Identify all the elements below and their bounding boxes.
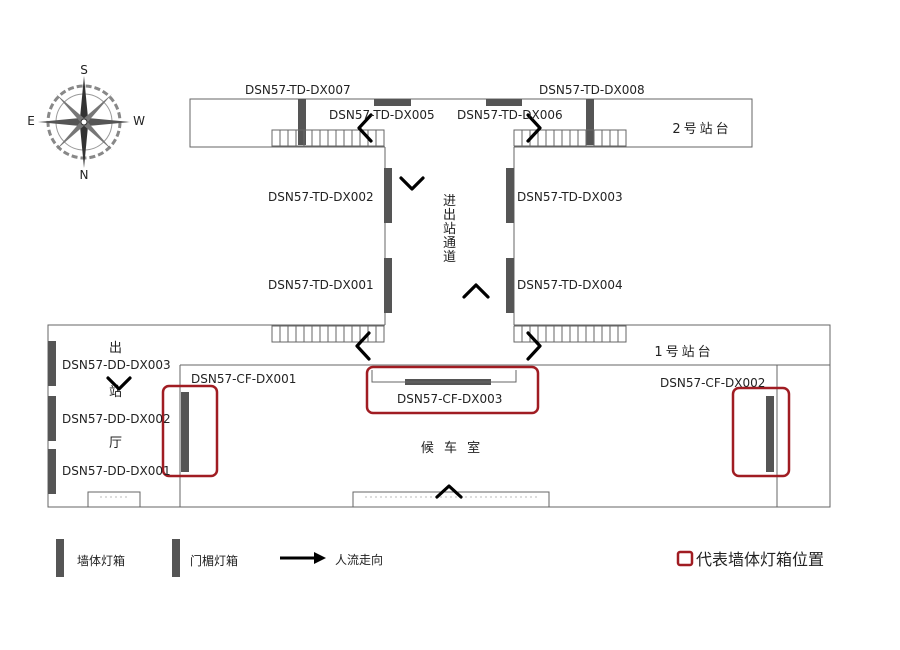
- waiting-room-label: 候 车 室: [421, 440, 483, 456]
- label-td004: DSN57-TD-DX004: [517, 278, 623, 292]
- arrow-down-icon: [106, 376, 132, 391]
- platform-1-label: 1号站台: [654, 345, 713, 360]
- compass-left-label: E: [27, 114, 35, 128]
- passage: 进 出 站 通 道: [384, 147, 515, 325]
- arrow-up-icon: [435, 484, 463, 499]
- compass-bottom-label: N: [80, 168, 89, 182]
- highlight-cf001: [161, 384, 219, 478]
- legend-door-box-label: 门楣灯箱: [190, 553, 238, 568]
- label-dd001: DSN57-DD-DX001: [62, 464, 171, 478]
- platform-2-label: 2号站台: [672, 122, 731, 137]
- legend-flow-label: 人流走向: [335, 552, 383, 567]
- lightbox-dd001: [48, 449, 56, 494]
- lightbox-td001: [384, 258, 392, 313]
- highlight-cf002: [731, 386, 791, 478]
- arrow-right-icon: [526, 113, 542, 143]
- lightbox-td003: [506, 168, 514, 223]
- wall-box-legend-icon: [56, 539, 64, 577]
- label-td001: DSN57-TD-DX001: [268, 278, 374, 292]
- lightbox-td006: [486, 99, 522, 106]
- label-td003: DSN57-TD-DX003: [517, 190, 623, 204]
- cf003-niche: [371, 370, 517, 383]
- label-cf003: DSN57-CF-DX003: [397, 392, 502, 406]
- lightbox-td007: [298, 99, 306, 145]
- lightbox-td008: [586, 99, 594, 145]
- upper-left-stairs: [271, 129, 385, 147]
- label-td007: DSN57-TD-DX007: [245, 83, 351, 97]
- passage-char-2: 出: [443, 208, 459, 223]
- lightbox-td002: [384, 168, 392, 223]
- legend-highlight-label: 代表墙体灯箱位置: [696, 550, 824, 569]
- lower-right-stairs: [513, 325, 627, 343]
- label-dd003: DSN57-DD-DX003: [62, 358, 171, 372]
- arrow-up-icon: [462, 283, 490, 299]
- arrow-left-icon: [355, 331, 371, 361]
- door-box-legend-icon: [172, 539, 180, 577]
- arrow-right-icon: [526, 331, 542, 361]
- exit-hall-char-1: 出: [109, 341, 125, 356]
- lightbox-dd002: [48, 396, 56, 441]
- bottom-doors: [87, 491, 550, 508]
- passage-char-5: 道: [443, 250, 459, 265]
- passage-char-3: 站: [443, 222, 459, 237]
- label-td002: DSN57-TD-DX002: [268, 190, 374, 204]
- label-td008: DSN57-TD-DX008: [539, 83, 645, 97]
- legend-wall-box-label: 墙体灯箱: [77, 553, 125, 568]
- compass-top-label: S: [80, 63, 88, 77]
- passage-char-4: 通: [443, 236, 459, 251]
- flow-legend-arrowhead-icon: [314, 552, 326, 564]
- arrow-down-icon: [399, 176, 425, 191]
- upper-right-stairs: [513, 129, 627, 147]
- legend: 墙体灯箱 门楣灯箱 人流走向 代表墙体灯箱位置: [56, 539, 824, 577]
- highlight-legend-icon: [676, 550, 694, 567]
- lightbox-td004: [506, 258, 514, 313]
- label-td006: DSN57-TD-DX006: [457, 108, 563, 122]
- passage-char-1: 进: [443, 194, 459, 209]
- highlight-cf003: [365, 365, 540, 415]
- exit-hall-char-3: 厅: [109, 436, 125, 451]
- arrow-left-icon: [357, 113, 373, 143]
- lower-left-stairs: [271, 325, 385, 343]
- compass-icon: S N E W: [27, 63, 145, 182]
- label-cf001: DSN57-CF-DX001: [191, 372, 296, 386]
- label-cf002: DSN57-CF-DX002: [660, 376, 765, 390]
- platform-2: 2号站台: [189, 98, 753, 148]
- label-td005: DSN57-TD-DX005: [329, 108, 435, 122]
- lightbox-cf002: [766, 396, 774, 472]
- label-dd002: DSN57-DD-DX002: [62, 412, 171, 426]
- lightbox-td005: [374, 99, 411, 106]
- flow-arrows: [106, 113, 542, 499]
- lightbox-dd003: [48, 341, 56, 386]
- compass-right-label: W: [133, 114, 145, 128]
- lightbox-cf001: [181, 392, 189, 472]
